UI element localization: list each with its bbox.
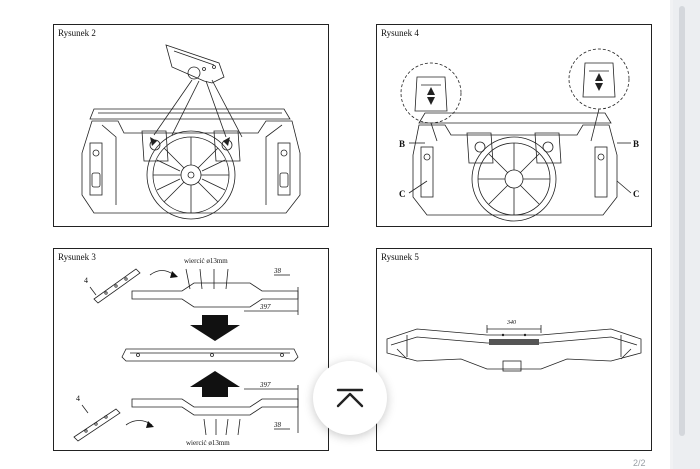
figure-4-label-b-right: B bbox=[633, 139, 639, 149]
figure-4-drawing: B B C C bbox=[399, 48, 640, 222]
figure-3-part-number-top: 4 bbox=[84, 276, 88, 285]
figure-4-panel: Rysunek 4 bbox=[376, 24, 652, 227]
figure-4-label-c-left: C bbox=[399, 189, 406, 199]
figure-5-title: Rysunek 5 bbox=[381, 252, 419, 262]
figure-5-highlight-strip bbox=[489, 339, 539, 345]
scrollbar[interactable] bbox=[673, 0, 700, 469]
figure-3-dim-large-bottom: 397 bbox=[259, 381, 271, 389]
chevron-up-icon bbox=[336, 388, 364, 408]
scroll-thumb[interactable] bbox=[679, 6, 685, 436]
figure-3-title: Rysunek 3 bbox=[58, 252, 96, 262]
figure-3-drawing: wiercić ø13mm wiercić ø13mm 4 4 38 397 3… bbox=[73, 257, 299, 447]
figure-3-dim-large-top: 397 bbox=[259, 303, 271, 311]
figure-4-label-b-left: B bbox=[399, 139, 405, 149]
figure-5-drawing: 340 bbox=[386, 319, 642, 372]
figure-5-panel: Rysunek 5 340 bbox=[376, 248, 652, 451]
figure-3-dim-small-top: 38 bbox=[273, 267, 282, 275]
page-indicator: 2/2 bbox=[633, 458, 646, 468]
figure-2-drawing bbox=[81, 44, 301, 220]
figure-2-title: Rysunek 2 bbox=[58, 28, 96, 38]
figure-5-dim-width: 340 bbox=[506, 319, 516, 326]
figure-3-panel: Rysunek 3 bbox=[53, 248, 329, 451]
scroll-to-top-button[interactable] bbox=[313, 361, 387, 435]
document-page: Rysunek 2 bbox=[0, 0, 670, 469]
figure-2-panel: Rysunek 2 bbox=[53, 24, 329, 227]
figure-3-dim-small-bottom: 38 bbox=[273, 421, 282, 429]
figure-3-drill-note-top: wiercić ø13mm bbox=[184, 257, 228, 265]
figure-4-title: Rysunek 4 bbox=[381, 28, 419, 38]
figure-4-label-c-right: C bbox=[633, 189, 640, 199]
figure-3-drill-note-bottom: wiercić ø13mm bbox=[186, 439, 230, 447]
figure-3-part-number-bottom: 4 bbox=[76, 394, 80, 403]
